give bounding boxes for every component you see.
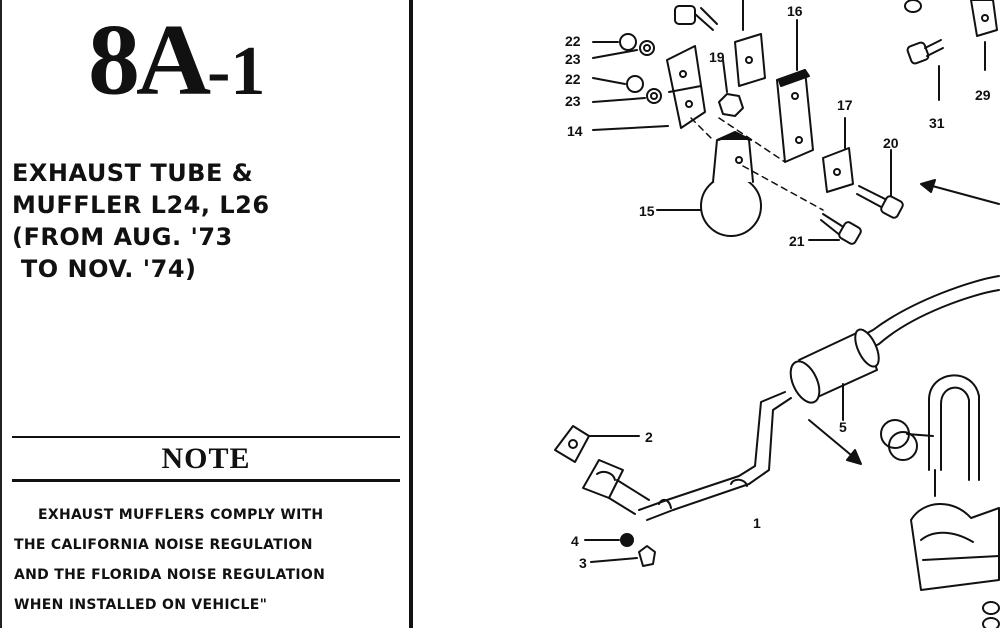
exhaust-tube — [638, 275, 1000, 521]
callout-21: 21 — [789, 233, 805, 249]
title-line: TO NOV. '74) — [12, 255, 197, 283]
callout-3: 3 — [579, 555, 587, 571]
callout-23: 23 — [565, 93, 581, 109]
note-line: AND THE FLORIDA NOISE REGULATION — [14, 567, 326, 583]
callout-20: 20 — [883, 135, 899, 151]
bolt-top — [674, 0, 744, 31]
part-29 — [904, 0, 998, 71]
title-line: EXHAUST TUBE & — [12, 159, 254, 187]
bar-16 — [776, 19, 814, 163]
small-grommet — [982, 601, 1000, 628]
callout-15: 15 — [639, 203, 655, 219]
exploded-parts-diagram: 22 23 22 23 14 19 16 17 20 15 21 31 29 2… — [413, 0, 1000, 628]
callout-22: 22 — [565, 33, 581, 49]
callout-29: 29 — [975, 87, 991, 103]
callout-14: 14 — [567, 123, 583, 139]
plate-17 — [822, 117, 854, 193]
rubber-mount — [910, 503, 1000, 591]
section-number: 8A-1 — [88, 8, 328, 118]
callout-4: 4 — [571, 533, 579, 549]
left-panel: 8A-1 EXHAUST TUBE & MUFFLER L24, L26 (FR… — [0, 0, 408, 628]
callout-19: 19 — [709, 49, 725, 65]
title-line: (FROM AUG. '73 — [12, 223, 233, 251]
callout-22: 22 — [565, 71, 581, 87]
plate-small — [734, 33, 766, 87]
callout-2: 2 — [645, 429, 653, 445]
section-number-sub: -1 — [207, 33, 266, 110]
washer-stack — [592, 33, 662, 104]
nut-19 — [718, 59, 744, 117]
callout-5: 5 — [839, 419, 847, 435]
note-line: EXHAUST MUFFLERS COMPLY WITH — [38, 507, 324, 523]
clamp-15 — [656, 131, 762, 237]
callout-17: 17 — [837, 97, 853, 113]
clip-ring — [880, 419, 934, 461]
page-edge — [0, 0, 2, 628]
column-divider — [409, 0, 413, 628]
section-number-main: 8A — [88, 3, 211, 116]
bolt-21 — [808, 213, 862, 245]
callout-16: 16 — [787, 3, 803, 19]
callout-23: 23 — [565, 51, 581, 67]
note-rule-top — [12, 436, 400, 438]
note-body: EXHAUST MUFFLERS COMPLY WITH THE CALIFOR… — [14, 500, 402, 620]
bolt-31 — [906, 39, 944, 101]
note-rule-bottom — [12, 479, 400, 482]
note-heading: NOTE — [161, 442, 251, 475]
nut-3 — [590, 545, 656, 567]
flange-2 — [554, 425, 640, 463]
callout-31: 31 — [929, 115, 945, 131]
note-line: WHEN INSTALLED ON VEHICLE" — [14, 597, 268, 613]
note-line: THE CALIFORNIA NOISE REGULATION — [14, 537, 313, 553]
callout-1: 1 — [753, 515, 761, 531]
nut-4 — [584, 533, 634, 547]
front-pipe-flange — [582, 459, 650, 515]
muffler-5 — [789, 328, 880, 421]
u-bolt — [928, 374, 980, 497]
section-title: EXHAUST TUBE & MUFFLER L24, L26 (FROM AU… — [12, 157, 402, 285]
title-line: MUFFLER L24, L26 — [12, 191, 270, 219]
bracket-14 — [592, 45, 706, 131]
bolt-20 — [856, 149, 904, 219]
